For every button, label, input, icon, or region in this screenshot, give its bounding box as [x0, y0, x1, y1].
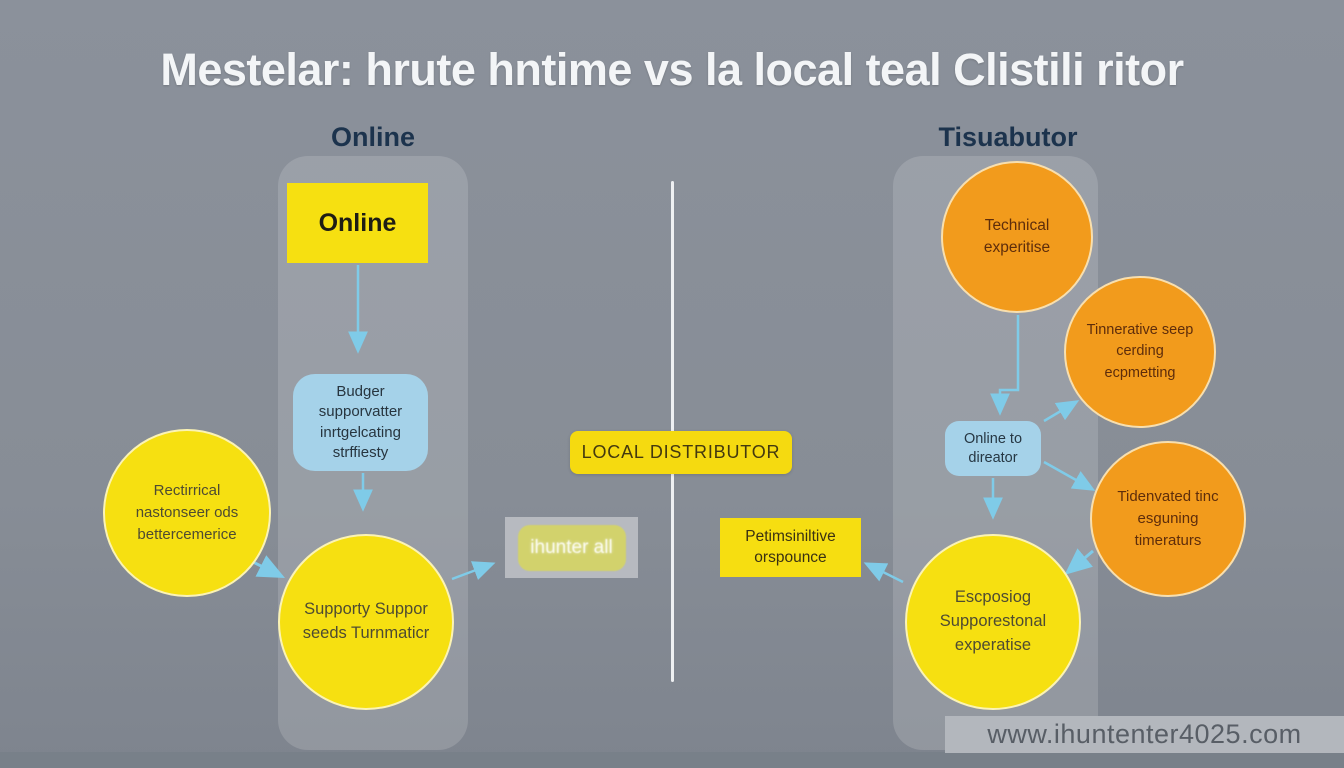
- budger-node: Budger supporvatter inrtgelcating strffi…: [293, 374, 428, 471]
- diagram-title: Mestelar: hrute hntime vs la local teal …: [160, 44, 1184, 95]
- bottom-band: [0, 752, 1344, 768]
- technical-circle-node: Technical experitise: [941, 161, 1093, 313]
- escposiog-circle-node: Escposiog Supporestonal experatise: [905, 534, 1081, 710]
- left-column-header: Online: [330, 122, 415, 152]
- online-node: Online: [287, 183, 428, 263]
- petimsinlitive-node: Petimsiniltive orspounce: [720, 518, 861, 577]
- tidenvated-circle-node: Tidenvated tinc esguning timeraturs: [1090, 441, 1246, 597]
- online-direator-node: Online to direator: [945, 421, 1041, 476]
- supporty-circle-node: Supporty Suppor seeds Turnmaticr: [278, 534, 454, 710]
- rectirrical-circle-node: Rectirrical nastonseer ods bettercemeric…: [103, 429, 271, 597]
- watermark-url: www.ihuntenter4025.com: [945, 716, 1344, 753]
- ihunter-badge: ihunter all: [517, 524, 626, 571]
- local-distributor-node: LOCAL DISTRIBUTOR: [570, 431, 792, 474]
- tinnerative-circle-node: Tinnerative seep cerding ecpmetting: [1064, 276, 1216, 428]
- right-column-header: Tisuabutor: [938, 122, 1078, 152]
- ihunter-gray-box: ihunter all: [505, 517, 638, 578]
